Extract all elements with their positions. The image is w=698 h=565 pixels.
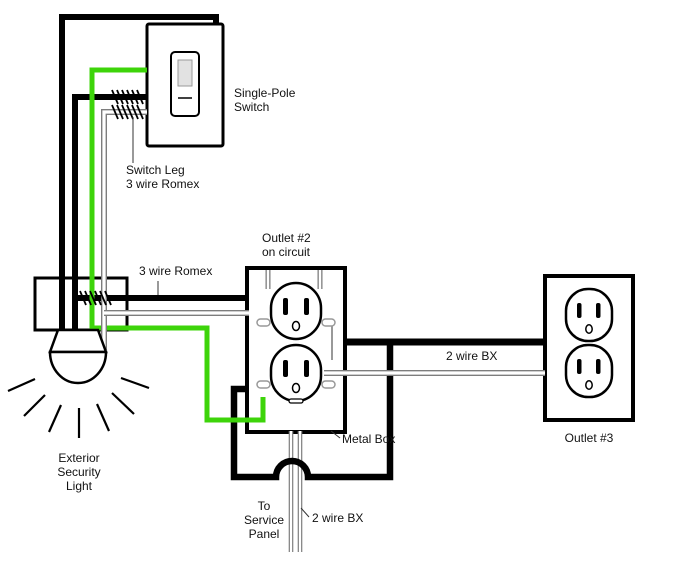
twist-mark <box>94 290 102 306</box>
outlet3-receptacle-top <box>564 287 614 343</box>
splice-twist-switch-white <box>111 104 144 120</box>
light-ray <box>95 403 111 432</box>
single-pole-switch <box>145 22 225 148</box>
mounting-slot <box>288 398 304 404</box>
label-2-wire-bx-right: 2 wire BX <box>446 349 498 363</box>
ground-hole <box>291 382 301 394</box>
light-ray <box>111 392 135 415</box>
ground-green-wire-switch <box>89 67 147 350</box>
outlet2-receptacle-top <box>256 281 336 341</box>
switch-leg-black-wire <box>72 94 147 350</box>
twist-mark <box>111 104 119 120</box>
ground-hole <box>585 380 593 390</box>
twist-mark <box>104 290 112 306</box>
label-exterior-light: Exterior Security Light <box>57 451 101 494</box>
twist-mark <box>89 290 97 306</box>
receptacle-slot <box>304 360 309 377</box>
twist-mark <box>126 104 134 120</box>
label-service-panel: To Service Panel <box>243 499 284 542</box>
twist-mark <box>111 89 119 105</box>
receptacle-face <box>564 343 614 399</box>
label-outlet3: Outlet #3 <box>564 431 614 445</box>
screw-terminal <box>256 318 271 327</box>
ground-hole <box>585 324 593 334</box>
label-switch-leg: Switch Leg 3 wire Romex <box>126 163 200 192</box>
screw-terminal <box>321 380 336 389</box>
twist-mark <box>126 89 134 105</box>
outlet2-receptacle-bottom <box>256 343 336 404</box>
light-ray <box>7 377 36 393</box>
ground-hole <box>291 320 301 332</box>
receptacle-slot <box>577 303 582 318</box>
label-2-wire-bx-bottom: 2 wire BX <box>312 511 364 525</box>
twist-mark <box>99 290 107 306</box>
receptacle-slot <box>596 359 601 374</box>
twist-mark <box>79 290 87 306</box>
twist-mark <box>116 104 124 120</box>
switch-rocker <box>177 59 193 87</box>
splice-twist-switch-black <box>111 89 144 105</box>
label-single-pole-switch: Single-Pole Switch <box>234 86 296 115</box>
twist-mark <box>116 89 124 105</box>
label-3-wire-romex: 3 wire Romex <box>139 264 213 278</box>
receptacle-slot <box>283 298 288 315</box>
receptacle-face <box>269 281 323 341</box>
light-ray <box>23 394 46 417</box>
light-rays <box>7 376 150 438</box>
receptacle-slot <box>283 360 288 377</box>
service-panel-wires <box>288 431 303 552</box>
light-dome <box>48 350 108 385</box>
receptacle-face <box>564 287 614 343</box>
splice-twist-light-box <box>79 290 112 306</box>
light-ray <box>120 376 150 390</box>
twist-mark <box>121 104 129 120</box>
leader-metal-box <box>330 430 341 439</box>
screw-terminal <box>256 380 271 389</box>
bottom-feed-black-wire <box>230 339 394 481</box>
twist-mark <box>131 89 139 105</box>
twist-mark <box>84 290 92 306</box>
outlet3-receptacle-bottom <box>564 343 614 399</box>
ground-green-wire-outlet <box>92 325 266 423</box>
twist-mark <box>136 104 144 120</box>
receptacle-slot <box>596 303 601 318</box>
leader-bx-bottom <box>300 507 310 518</box>
label-outlet2: Outlet #2 on circuit <box>262 231 311 260</box>
neutral-white-wires <box>101 109 545 376</box>
receptacle-slot <box>577 359 582 374</box>
twist-mark <box>131 104 139 120</box>
label-metal-box: Metal Box <box>342 432 396 446</box>
neutral-switch-white <box>102 110 147 350</box>
screw-terminal <box>321 318 336 327</box>
twist-mark <box>136 89 144 105</box>
light-ray <box>47 404 63 433</box>
light-neck <box>48 328 108 354</box>
twist-mark <box>121 89 129 105</box>
security-light <box>7 328 150 438</box>
switch-feed-black-wire <box>59 14 219 350</box>
light-junction-box <box>33 276 129 332</box>
receptacle-slot <box>304 298 309 315</box>
